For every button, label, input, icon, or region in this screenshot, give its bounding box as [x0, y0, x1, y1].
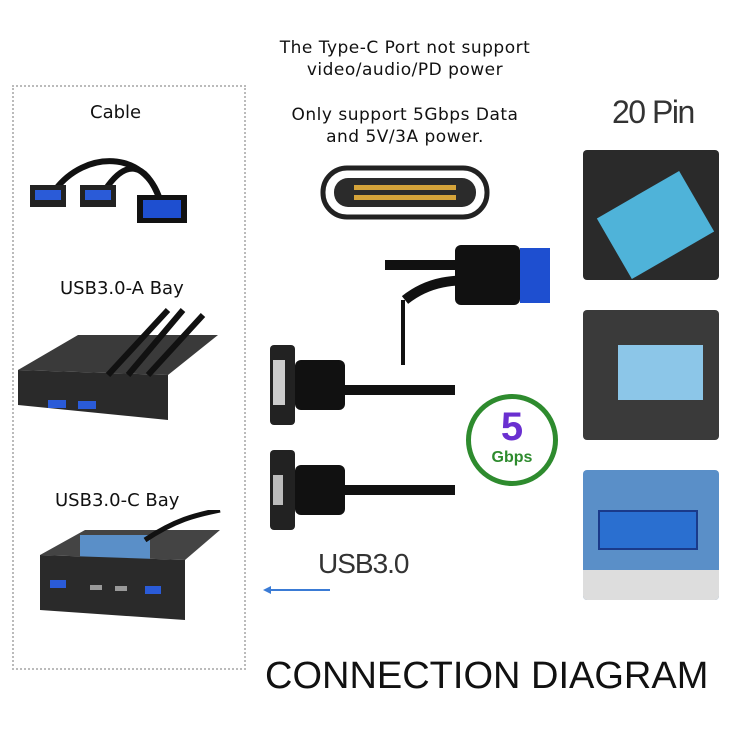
board-slot: [583, 570, 719, 600]
cable-image: [30, 158, 187, 223]
note-not-support-line-1: The Type-C Port not support: [279, 38, 531, 58]
usb3-c-bay-image: [40, 510, 221, 620]
left-panel-border: [12, 85, 246, 670]
label-a-bay: USB3.0-A Bay: [60, 278, 184, 299]
type-c-port-icon: [320, 165, 490, 220]
header-connector-3: [598, 510, 698, 550]
note-support-line-1: Only support 5Gbps Data: [291, 105, 519, 125]
label-20-pin: 20 Pin: [612, 94, 695, 130]
speed-badge: 5 Gbps: [466, 394, 558, 486]
motherboard-photo-1: [583, 150, 719, 280]
usb3-a-bay-image: [18, 307, 218, 420]
motherboard-photo-3: [583, 470, 719, 600]
arrow-left-icon: [263, 586, 330, 594]
label-cable: Cable: [90, 102, 142, 123]
speed-unit: Gbps: [491, 449, 533, 466]
label-usb3: USB3.0: [318, 548, 409, 579]
label-c-bay: USB3.0-C Bay: [55, 490, 180, 511]
cable-diagram: [263, 245, 550, 594]
header-connector-2: [618, 345, 703, 400]
header-connector-1: [596, 170, 715, 280]
speed-number: 5: [500, 405, 524, 449]
note-support-line-2: and 5V/3A power.: [326, 127, 484, 147]
motherboard-photo-2: [583, 310, 719, 440]
diagram-title: CONNECTION DIAGRAM: [265, 655, 709, 697]
note-not-support-line-2: video/audio/PD power: [306, 60, 504, 80]
